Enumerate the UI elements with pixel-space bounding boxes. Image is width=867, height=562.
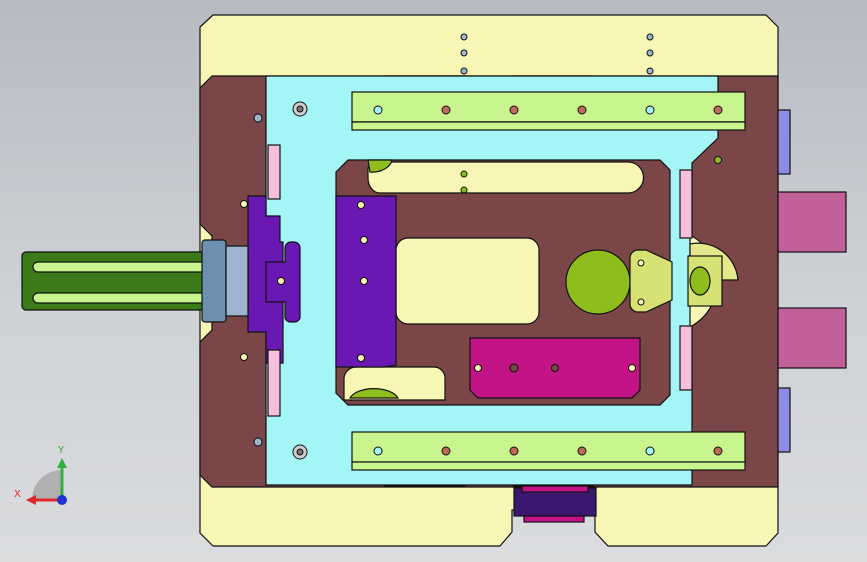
side-block-bottom[interactable] — [777, 307, 847, 369]
hole — [460, 49, 468, 57]
hole — [253, 437, 263, 447]
cam-disc[interactable] — [565, 249, 631, 315]
hole — [240, 200, 248, 208]
hole — [577, 105, 587, 115]
cam-lobe[interactable] — [629, 249, 673, 313]
fastener-holes — [240, 33, 723, 460]
latch-hole — [689, 266, 711, 296]
motor-housing[interactable] — [513, 487, 597, 517]
y-axis-arrow — [57, 458, 67, 468]
hole — [460, 33, 468, 41]
inner-slot-top[interactable] — [367, 161, 645, 194]
hole — [646, 33, 654, 41]
hole — [509, 363, 519, 373]
rod-coupling[interactable] — [201, 239, 227, 323]
side-block-top[interactable] — [777, 191, 847, 253]
screw-core — [296, 105, 304, 113]
motor-base[interactable] — [523, 515, 585, 523]
pad-right-top[interactable] — [679, 169, 693, 239]
hole — [460, 186, 468, 194]
round-boss-bottom[interactable] — [348, 388, 400, 399]
hole — [357, 201, 365, 209]
pad-left-top[interactable] — [267, 144, 281, 200]
hole — [277, 277, 285, 285]
hole — [628, 364, 636, 372]
z-axis-dot — [57, 495, 67, 505]
pad-left-bottom[interactable] — [267, 349, 281, 417]
inner-slot-center[interactable] — [395, 237, 540, 325]
screw-core — [296, 448, 304, 456]
hole — [713, 446, 723, 456]
y-axis-label: Y — [57, 445, 65, 456]
hole — [714, 156, 722, 164]
hole — [577, 446, 587, 456]
motor-flange[interactable] — [521, 485, 589, 493]
hole — [253, 113, 263, 123]
hole — [373, 446, 383, 456]
hole — [360, 277, 368, 285]
hole — [441, 446, 451, 456]
rail-top[interactable] — [351, 91, 746, 123]
hole — [637, 298, 645, 306]
side-tab-top[interactable] — [777, 109, 791, 175]
hole — [441, 105, 451, 115]
x-axis-arrow — [26, 495, 36, 505]
hole — [509, 446, 519, 456]
hole — [551, 364, 559, 372]
round-boss-top[interactable] — [367, 159, 393, 173]
hole — [646, 67, 654, 75]
x-axis-label: X — [14, 489, 21, 500]
hole — [357, 354, 365, 362]
hole — [460, 170, 468, 178]
hole — [646, 49, 654, 57]
hole — [360, 236, 368, 244]
pad-right-bottom[interactable] — [679, 325, 693, 391]
axis-triad: Y X — [14, 445, 67, 505]
hole — [460, 67, 468, 75]
rail-top-lip[interactable] — [351, 121, 746, 131]
hole — [645, 105, 655, 115]
hole — [240, 353, 248, 361]
hole — [373, 105, 383, 115]
hole — [637, 259, 645, 267]
side-tab-bottom[interactable] — [777, 387, 791, 453]
rod-collar[interactable] — [225, 245, 249, 317]
hole — [474, 364, 482, 372]
hole — [645, 446, 655, 456]
hole — [509, 105, 519, 115]
rail-bottom-lip[interactable] — [351, 461, 746, 471]
hole — [713, 105, 723, 115]
triad-base — [32, 470, 62, 500]
rail-bottom[interactable] — [351, 431, 746, 463]
